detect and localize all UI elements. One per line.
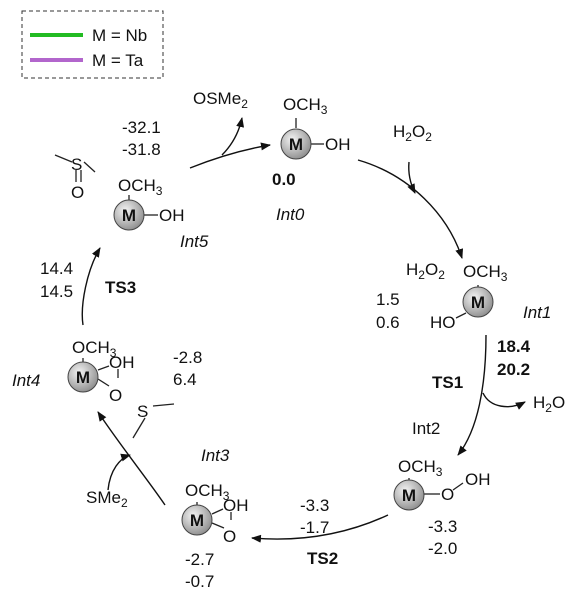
name-int5: Int5	[180, 232, 209, 251]
metal-center-int4	[67, 361, 99, 393]
arrow-int1-to-int2	[457, 334, 487, 456]
metal-symbol: M	[402, 486, 416, 505]
arrow-sme2-in	[107, 453, 131, 491]
energy-int4-nb: -2.8	[173, 348, 202, 367]
arrow-osme2-out	[221, 117, 245, 156]
dimethyl-sulfide: S	[132, 402, 175, 439]
name-ts1: TS1	[432, 373, 463, 392]
species-int1: M H2O2 OCH3 HO Int1 1.5 0.6	[376, 260, 551, 332]
species-int3: Int3 M OCH3 OH O -2.7 -0.7	[181, 446, 249, 591]
arrow-int4-to-int5	[81, 247, 101, 326]
arrow-int5-to-int0	[189, 142, 271, 169]
name-int4: Int4	[12, 371, 40, 390]
energy-ts3-nb: 14.4	[40, 259, 73, 278]
energy-int5-nb: -32.1	[122, 118, 161, 137]
label-och3: OCH3	[398, 457, 443, 479]
label-oh: OH	[159, 206, 185, 225]
label-h2o2-bound: H2O2	[406, 260, 445, 282]
metal-symbol: M	[122, 206, 136, 225]
label-o: O	[223, 527, 236, 546]
name-int0: Int0	[276, 205, 305, 224]
energy-int2-ta: -2.0	[428, 539, 457, 558]
h2o2-reagent: H2O2	[393, 122, 432, 144]
label-oh: OH	[109, 353, 135, 372]
name-int3: Int3	[201, 446, 230, 465]
metal-symbol: M	[471, 293, 485, 312]
legend-label-ta: M = Ta	[92, 51, 144, 70]
label-s: S	[71, 155, 82, 174]
energy-ts2-ta: -1.7	[300, 518, 329, 537]
label-o: O	[71, 183, 84, 202]
energy-int2-nb: -3.3	[428, 517, 457, 536]
metal-center-int0	[280, 128, 312, 160]
metal-center-int3	[181, 504, 213, 536]
metal-symbol: M	[190, 511, 204, 530]
label-oh: OH	[325, 135, 351, 154]
energy-ts2-nb: -3.3	[300, 496, 329, 515]
label-och3: OCH3	[118, 176, 163, 198]
energy-int1-nb: 1.5	[376, 290, 400, 309]
h2o-product: H2O	[533, 393, 565, 415]
name-int2: Int2	[412, 419, 440, 438]
cycle-arrows	[81, 117, 526, 543]
legend-label-nb: M = Nb	[92, 26, 147, 45]
osme2-product: OSMe2	[193, 89, 248, 111]
species-ts3: 14.4 14.5 TS3	[40, 259, 136, 301]
label-o: O	[441, 485, 454, 504]
name-int1: Int1	[523, 303, 551, 322]
species-ts1: 18.4 20.2 TS1	[432, 337, 531, 392]
arrow-h2o2-in	[407, 161, 416, 194]
metal-center-int2	[393, 479, 425, 511]
energy-int3-nb: -2.7	[185, 550, 214, 569]
label-och3: OCH3	[283, 95, 328, 117]
label-oh: OH	[223, 496, 249, 515]
legend: M = Nb M = Ta	[21, 10, 164, 79]
label-ho: HO	[430, 313, 456, 332]
energy-ts1-ta: 20.2	[497, 360, 530, 379]
label-och3: OCH3	[463, 262, 508, 284]
species-int2: Int2 M OCH3 O OH -3.3 -2.0	[393, 419, 491, 558]
label-o: O	[109, 386, 122, 405]
energy-ts3-ta: 14.5	[40, 282, 73, 301]
sme2-reagent: SMe2	[86, 488, 128, 510]
species-int5: S O M OCH3 OH Int5 -32.1 -31.8	[54, 118, 209, 251]
label-oh: OH	[465, 470, 491, 489]
arrow-int3-to-int4	[97, 411, 166, 506]
arrow-int2-to-int3	[251, 514, 389, 543]
energy-int3-ta: -0.7	[185, 572, 214, 591]
legend-box	[21, 10, 164, 79]
energy-int0: 0.0	[272, 170, 296, 189]
name-ts2: TS2	[307, 549, 338, 568]
metal-center-int1	[462, 286, 494, 318]
energy-int1-ta: 0.6	[376, 313, 400, 332]
label-och3: OCH3	[185, 481, 230, 503]
label-och3: OCH3	[72, 338, 117, 360]
name-ts3: TS3	[105, 278, 136, 297]
label-s: S	[137, 402, 148, 421]
metal-symbol: M	[289, 135, 303, 154]
metal-center-int5	[113, 199, 145, 231]
species-int0: M OCH3 OH 0.0 Int0	[272, 95, 351, 224]
energy-ts1-nb: 18.4	[497, 337, 531, 356]
species-int4: Int4 M OCH3 OH O -2.8 6.4	[12, 338, 202, 405]
energy-int5-ta: -31.8	[122, 140, 161, 159]
energy-int4-ta: 6.4	[173, 370, 197, 389]
metal-symbol: M	[76, 368, 90, 387]
arrow-int0-to-int1	[357, 159, 464, 259]
arrow-h2o-out	[482, 392, 526, 410]
species-ts2: -3.3 -1.7 TS2	[300, 496, 338, 568]
